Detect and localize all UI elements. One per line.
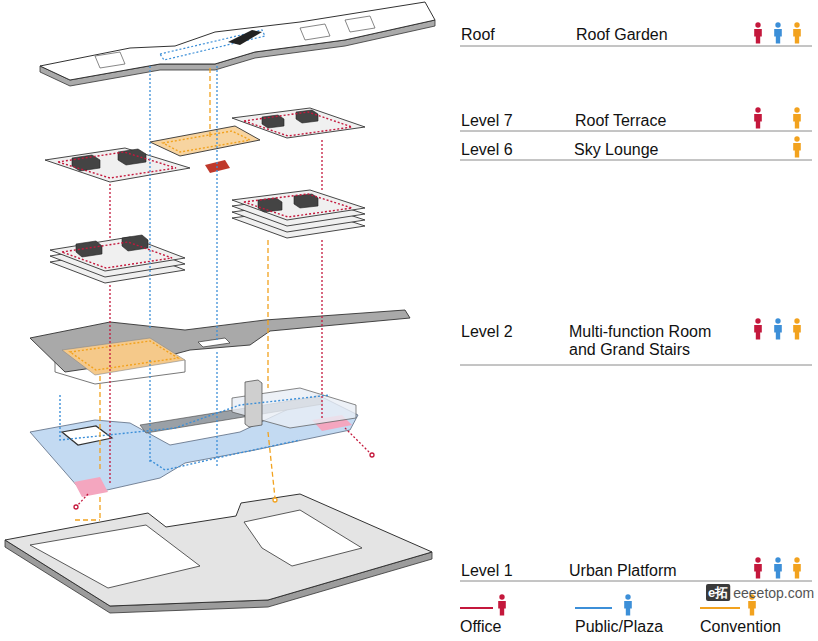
public-core-line <box>149 66 150 462</box>
legend-label: Office <box>460 618 502 636</box>
convention-core-line <box>268 240 275 498</box>
office-loop <box>62 242 172 268</box>
table-rules <box>460 46 812 581</box>
entry-dot <box>273 498 277 502</box>
office-icon <box>754 22 762 43</box>
void <box>244 510 362 566</box>
rule <box>460 46 812 47</box>
convention-core-line <box>99 376 100 520</box>
core <box>296 110 318 123</box>
office-loop <box>58 152 176 178</box>
roof-garden <box>40 2 435 80</box>
opening <box>198 338 230 347</box>
public-core-line <box>216 66 217 468</box>
stair <box>228 30 262 45</box>
office-core-line <box>109 285 110 484</box>
vertical-connections <box>74 66 374 520</box>
user-icons <box>754 22 801 578</box>
plate <box>232 108 365 138</box>
level-name: Level 1 <box>461 562 513 580</box>
level-function: Urban Platform <box>569 562 677 580</box>
convention-loop <box>70 341 178 370</box>
office-entry <box>74 477 108 497</box>
convention-icon <box>793 22 801 43</box>
legend-line <box>575 607 612 609</box>
right-office-stack <box>232 190 365 238</box>
public-icon <box>774 318 782 339</box>
sky-lounge <box>150 126 260 156</box>
watermark: eeeetop.com <box>733 584 814 602</box>
public-icon <box>774 22 782 43</box>
plate <box>45 148 190 182</box>
office-loop <box>244 112 352 136</box>
circulation-loops <box>58 112 352 470</box>
entry-dot <box>74 505 78 509</box>
watermark: e拓 <box>708 584 728 602</box>
office-loop <box>244 194 352 217</box>
convention-core-line <box>209 68 210 138</box>
level-function: Multi-function Room and Grand Stairs <box>569 323 737 359</box>
office-icon <box>754 557 762 578</box>
office-icon <box>754 107 762 128</box>
office-icon <box>754 318 762 339</box>
legend-line <box>700 607 740 609</box>
public-route <box>160 30 265 60</box>
site-plate <box>5 494 432 606</box>
roof-plate <box>40 2 435 86</box>
multi-function-room <box>62 338 185 375</box>
office-core-line <box>321 240 322 418</box>
level-1-platform <box>30 380 358 497</box>
pavilion <box>300 24 330 40</box>
legend-line <box>460 607 493 609</box>
public-route <box>150 440 300 470</box>
rule <box>460 160 812 161</box>
level-function: Sky Lounge <box>574 141 659 159</box>
level-name: Level 6 <box>461 141 513 159</box>
legend-sample <box>575 594 632 615</box>
office-entry-line <box>76 494 88 507</box>
watermark-badge <box>706 584 730 601</box>
convention-icon <box>793 557 801 578</box>
level-7-plates <box>45 108 365 182</box>
legend-sample <box>460 594 506 615</box>
legend-icon <box>624 594 632 615</box>
core <box>76 241 102 257</box>
level-name: Level 7 <box>461 112 513 130</box>
convention-icon <box>793 136 801 157</box>
office-entry-line <box>345 428 372 455</box>
office-core-line <box>321 140 322 190</box>
level-2-plate <box>30 310 410 384</box>
public-icon <box>774 557 782 578</box>
rule <box>460 365 812 366</box>
plate <box>232 190 365 220</box>
convention-icon <box>793 318 801 339</box>
rule <box>460 131 812 132</box>
core <box>294 194 318 208</box>
legend-label: Convention <box>700 618 781 636</box>
level-function: Roof Terrace <box>575 112 666 130</box>
entry-dot <box>370 453 374 457</box>
cores <box>72 110 318 257</box>
legend-label: Public/Plaza <box>575 618 663 636</box>
level-name: Level 2 <box>461 323 513 341</box>
left-office-stack <box>50 237 185 283</box>
void <box>30 525 200 588</box>
legend-icon <box>498 594 506 615</box>
office-core-line <box>109 184 110 240</box>
rule <box>460 581 812 582</box>
pavilion <box>95 52 125 68</box>
level-name: Roof <box>461 26 495 44</box>
convention-icon <box>793 107 801 128</box>
pavilion <box>345 16 375 32</box>
convention-loop <box>163 131 250 152</box>
convention-entry-line <box>75 519 100 520</box>
ground-plan <box>5 494 432 613</box>
level-function: Roof Garden <box>576 26 668 44</box>
plate <box>50 237 185 271</box>
